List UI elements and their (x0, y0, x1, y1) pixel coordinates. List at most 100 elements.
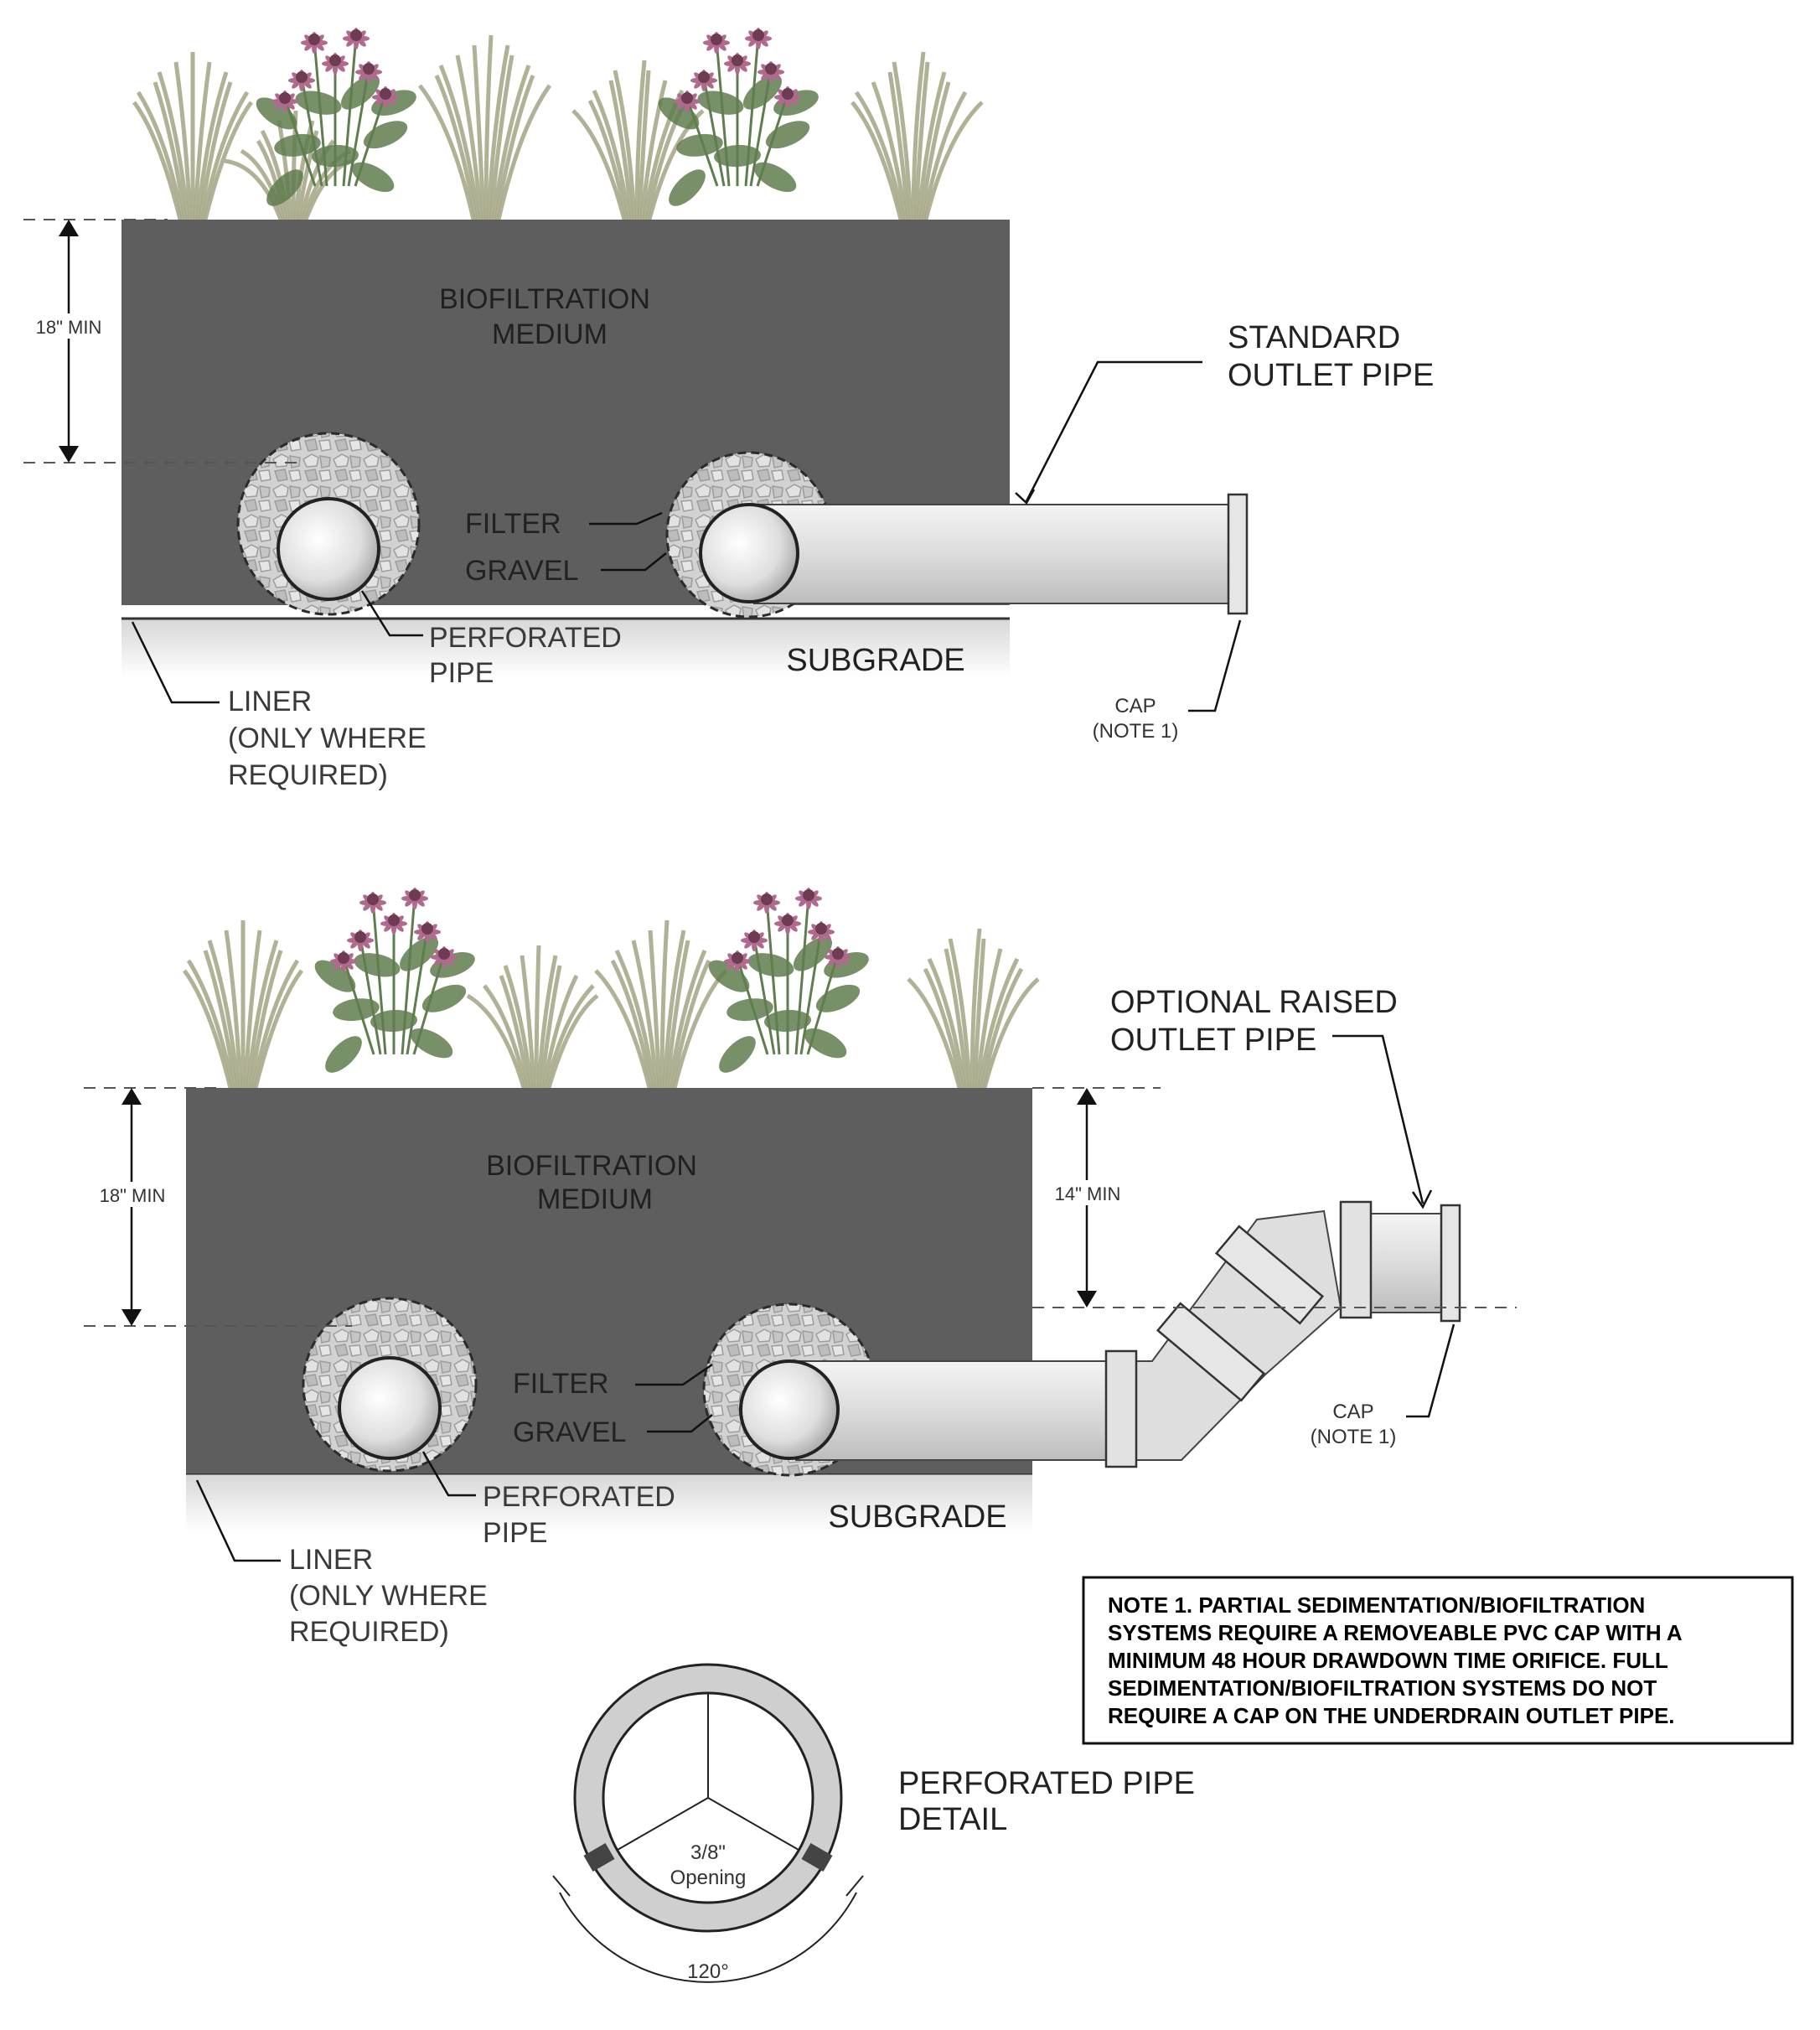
perforated-label-top-2: PIPE (429, 657, 494, 689)
liner-label-bottom-1: LINER (289, 1544, 373, 1576)
liner-label-top-1: LINER (228, 686, 312, 717)
liner-label-top-3: REQUIRED) (228, 759, 388, 791)
raised-outlet-horizontal-pipe (795, 1360, 1115, 1461)
outlet-cap-top (1227, 493, 1249, 615)
detail-opening-label-1: 3/8" (690, 1841, 726, 1864)
outlet-label-top-1: STANDARD (1228, 320, 1400, 355)
subgrade-top (122, 619, 1010, 677)
outlet-label-top-2: OUTLET PIPE (1228, 358, 1434, 393)
subgrade-label-bottom: SUBGRADE (828, 1499, 1006, 1535)
detail-perforation-right (801, 1842, 833, 1872)
gravel-label-top: GRAVEL (465, 555, 578, 587)
outlet-label-bottom-2: OUTLET PIPE (1110, 1023, 1316, 1058)
detail-title-1: PERFORATED PIPE (898, 1766, 1195, 1801)
dim14-label-bg (1046, 1180, 1130, 1205)
cap-leader-top (1188, 619, 1242, 712)
detail-pipe-wall (575, 1665, 841, 1931)
flowering-plant (708, 888, 869, 1073)
cap-label-bottom-2: (NOTE 1) (1311, 1426, 1397, 1448)
perforated-leader-top (360, 590, 423, 637)
grass-clump (907, 928, 1040, 1089)
grass-clump (418, 34, 552, 220)
perforated-pipe-right-top (699, 503, 799, 603)
perforated-label-bottom-2: PIPE (483, 1517, 547, 1549)
note-line-2: SYSTEMS REQUIRE A REMOVEABLE PVC CAP WIT… (1108, 1620, 1683, 1645)
liner-label-top-2: (ONLY WHERE (228, 722, 427, 754)
depth-label-top: 18" MIN (36, 317, 102, 338)
grass-clump (466, 945, 599, 1089)
detail-angle-tick-right (845, 1875, 864, 1897)
perforated-pipe-left-top (277, 497, 380, 601)
raised-outlet-coupling-3 (1214, 1225, 1325, 1325)
perforated-pipe-right-bottom (739, 1359, 840, 1460)
detail-angle-tick-left (552, 1875, 571, 1897)
outlet-cap-bottom (1440, 1204, 1461, 1323)
outlet-leader-arrow-top (1015, 489, 1036, 505)
detail-title-2: DETAIL (898, 1802, 1007, 1837)
cap-label-top-1: CAP (1114, 695, 1156, 717)
note-box: NOTE 1. PARTIAL SEDIMENTATION/BIOFILTRAT… (1082, 1576, 1794, 1745)
detail-angle-label: 120° (687, 1960, 729, 1983)
plants-top (132, 28, 984, 220)
note-line-3: MINIMUM 48 HOUR DRAWDOWN TIME ORIFICE. F… (1108, 1648, 1668, 1673)
outlet-leader-arrow-bottom (1411, 1189, 1433, 1209)
gravel-leader-top (601, 552, 667, 572)
subgrade-label-top: SUBGRADE (786, 643, 964, 678)
medium-label-top-2: MEDIUM (492, 318, 608, 350)
flowering-plant (256, 28, 416, 206)
cap-label-bottom-1: CAP (1332, 1401, 1373, 1423)
filter-label-top: FILTER (465, 508, 561, 540)
outlet-leader-top (1025, 360, 1202, 502)
standard-outlet-pipe (753, 504, 1233, 604)
grass-clump (594, 919, 727, 1089)
outlet-leader-bottom (1332, 1034, 1424, 1204)
top-section: 18" MIN BIOFILTRATION MEDIUM FILTER GRAV… (23, 28, 1434, 791)
raised-outlet-coupling-1 (1104, 1349, 1138, 1468)
dim-label-bg-bottom (90, 1182, 174, 1207)
gravel-label-bottom: GRAVEL (513, 1416, 626, 1448)
raised-depth-label: 14" MIN (1055, 1183, 1121, 1204)
outlet-label-bottom-1: OPTIONAL RAISED (1110, 985, 1398, 1020)
cap-leader-bottom (1406, 1323, 1455, 1418)
perforated-label-bottom-1: PERFORATED (483, 1481, 675, 1513)
raised-outlet-coupling-4 (1339, 1200, 1373, 1319)
medium-label-top-1: BIOFILTRATION (439, 283, 650, 315)
subgrade-bottom (186, 1473, 1032, 1532)
detail-pipe-outer-edge (573, 1663, 843, 1933)
detail-angle-arc (559, 1892, 857, 1983)
detail-radial-line-2 (617, 1797, 709, 1851)
grass-clump (132, 52, 254, 220)
grass-clump (851, 51, 984, 220)
perforated-pipe-detail: 3/8" Opening 120° PERFORATED PIPE DETAIL (552, 1663, 1195, 1983)
dim-label-bg-top (25, 313, 109, 339)
note-line-1: NOTE 1. PARTIAL SEDIMENTATION/BIOFILTRAT… (1108, 1592, 1645, 1618)
detail-radial-line-3 (707, 1797, 799, 1851)
note-line-4: SEDIMENTATION/BIOFILTRATION SYSTEMS DO N… (1108, 1675, 1657, 1701)
detail-perforation-left (583, 1842, 615, 1872)
cap-label-top-2: (NOTE 1) (1093, 720, 1179, 743)
note-border (1082, 1576, 1794, 1745)
liner-label-bottom-3: REQUIRED) (289, 1616, 449, 1648)
raised-outlet-coupling-2 (1156, 1302, 1266, 1402)
plants-bottom (182, 888, 1040, 1089)
perforated-leader-bottom (421, 1451, 476, 1497)
medium-label-bottom-2: MEDIUM (537, 1183, 653, 1215)
medium-label-bottom-1: BIOFILTRATION (486, 1150, 697, 1182)
gravel-leader-bottom (647, 1414, 713, 1433)
flowering-plant (658, 28, 819, 206)
grass-clump (182, 920, 304, 1089)
filter-leader-bottom (635, 1363, 713, 1386)
depth-label-bottom: 18" MIN (100, 1185, 166, 1206)
filter-leader-top (589, 511, 663, 526)
liner-label-bottom-2: (ONLY WHERE (289, 1580, 488, 1612)
filter-label-bottom: FILTER (513, 1368, 609, 1400)
perforated-pipe-left-bottom (338, 1356, 442, 1460)
perforated-label-top-1: PERFORATED (429, 622, 622, 654)
liner-leader-top (131, 621, 220, 704)
bottom-section: 18" MIN 14" MIN BIOFILTRATION MEDIUM FIL… (84, 888, 1517, 1648)
liner-leader-bottom (195, 1479, 281, 1562)
note-line-5: REQUIRE A CAP ON THE UNDERDRAIN OUTLET P… (1108, 1703, 1675, 1728)
detail-opening-label-2: Opening (670, 1867, 747, 1889)
